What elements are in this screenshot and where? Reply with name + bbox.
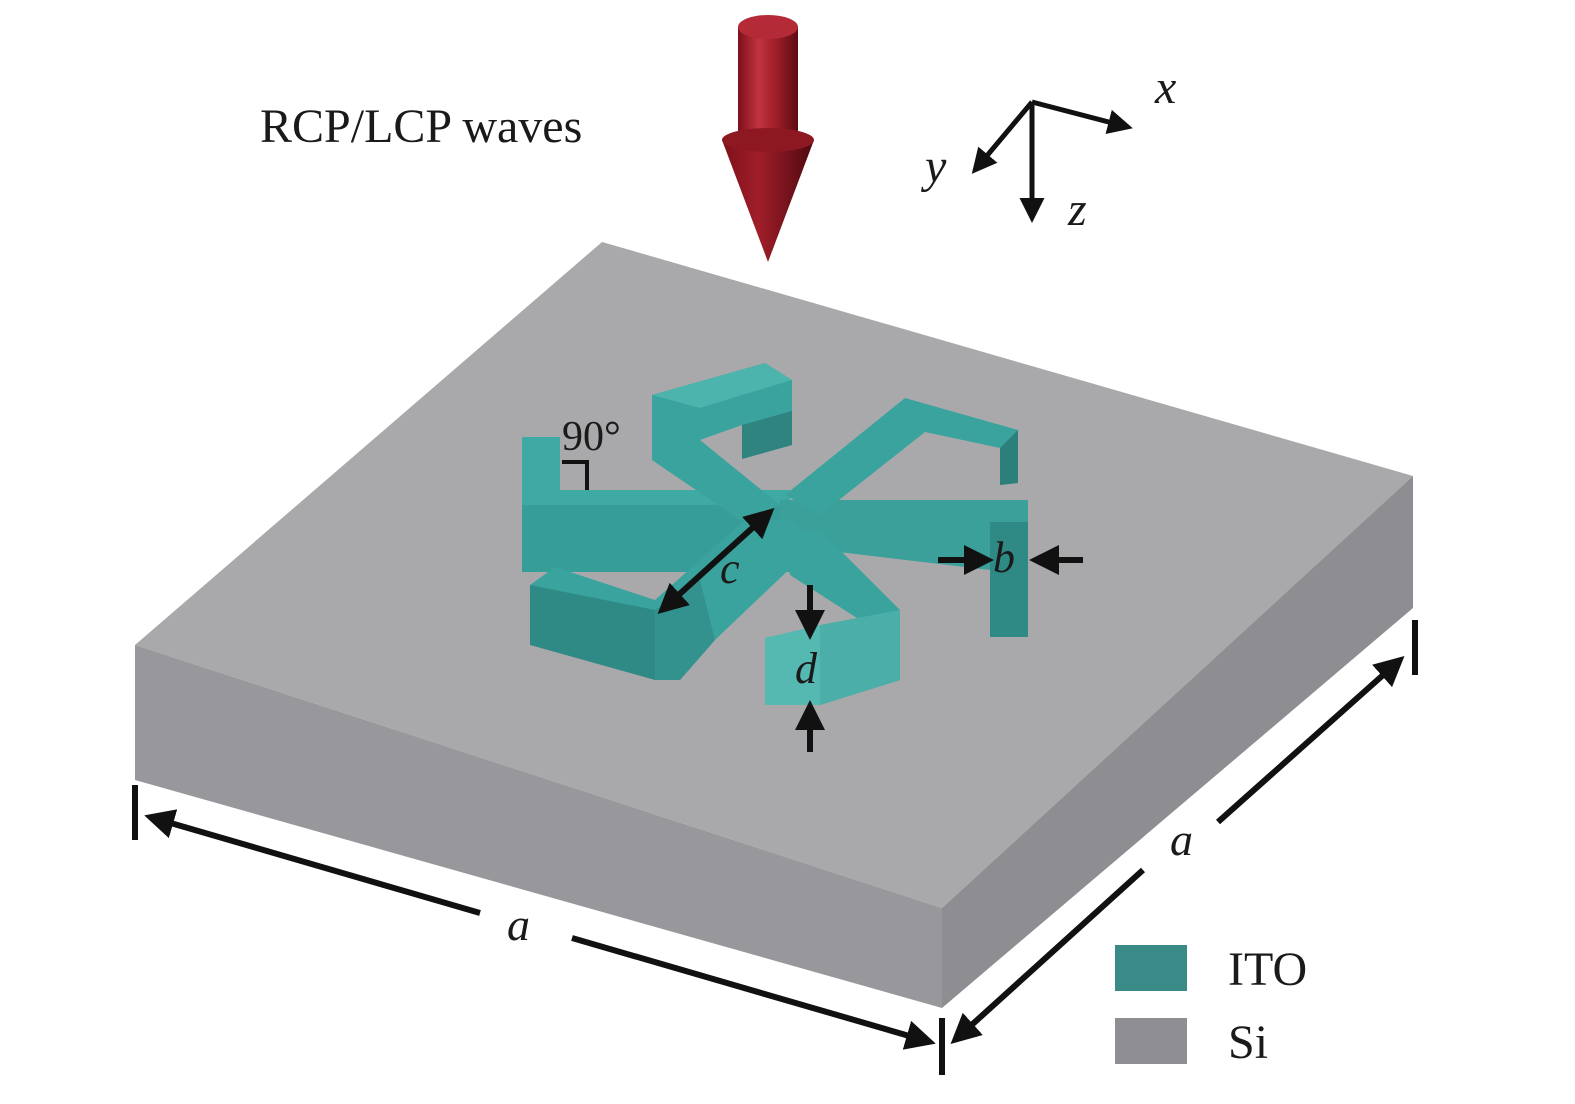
wave-label: RCP/LCP waves [260, 100, 582, 153]
dimension-c [657, 507, 775, 615]
axis-z-label: z [1067, 183, 1087, 236]
angle-label: 90° [562, 414, 621, 460]
a-bottom-label: a [507, 899, 530, 950]
si-right-face [942, 476, 1413, 1008]
a-right-label: a [1170, 814, 1193, 865]
si-substrate [135, 242, 1413, 1008]
d-label: d [795, 644, 818, 693]
legend-label-ito: ITO [1228, 943, 1307, 996]
si-front-face [135, 645, 942, 1008]
legend-label-si: Si [1228, 1016, 1268, 1069]
dimension-a-right [950, 620, 1418, 1045]
coordinate-axes [971, 99, 1133, 223]
ito-arm-upper-right [785, 398, 1018, 515]
c-label: c [720, 544, 740, 593]
ito-arm-right [780, 500, 1028, 637]
incident-wave-arrow-icon [722, 15, 814, 262]
legend: ITO Si [1115, 943, 1307, 1069]
axis-y-label: y [920, 140, 947, 193]
legend-swatch-ito [1115, 945, 1187, 991]
dimension-a-bottom [132, 785, 945, 1075]
legend-swatch-si [1115, 1018, 1187, 1064]
right-angle-mark [562, 460, 589, 490]
axis-x-label: x [1154, 61, 1176, 114]
b-label: b [993, 533, 1015, 582]
